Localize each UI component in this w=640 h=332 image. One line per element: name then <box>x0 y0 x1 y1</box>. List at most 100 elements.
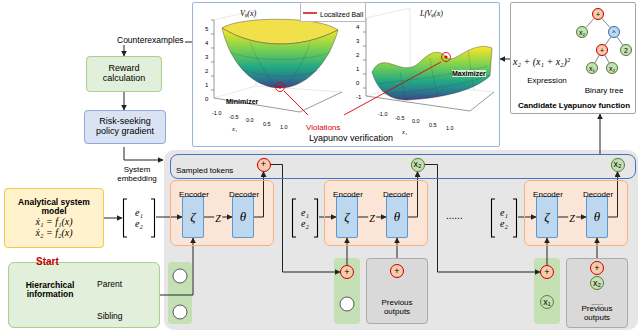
tick-label: 1 <box>205 82 208 88</box>
plot-grid <box>214 10 342 98</box>
parent-token-circle: + <box>540 265 554 279</box>
label-slot: 1.0 <box>280 115 288 133</box>
previous-token-circle-fill <box>390 264 404 278</box>
edge-label-slot: Z <box>368 208 376 226</box>
token-circle: x₂ <box>611 158 625 172</box>
plot-axes <box>363 18 494 111</box>
start-label: Start <box>36 257 59 267</box>
connector <box>617 37 622 45</box>
minimizer-point <box>278 85 281 88</box>
tick-label: 2 <box>356 52 359 58</box>
token-circle-fill <box>611 158 625 172</box>
node-text: θ <box>240 210 246 224</box>
tick-label: -1.0 <box>212 111 221 117</box>
verification-panel-fill <box>192 2 500 147</box>
legend-swatch <box>303 9 317 17</box>
tree-node: ^ <box>608 26 620 38</box>
label-slot: 0 <box>356 71 359 89</box>
tick-label: 0.0 <box>246 118 254 124</box>
label-slot: LfVᵩ(x) <box>420 2 443 20</box>
connector <box>595 55 599 63</box>
node-text: Sampled tokens <box>176 167 233 176</box>
label-slot: -0.5 <box>395 106 404 124</box>
encoder-box-fill <box>182 196 204 238</box>
node-text: e₂ <box>135 218 143 229</box>
tick-label: -0.5 <box>395 116 404 122</box>
node-text: Sibling <box>97 312 123 321</box>
node-text: Parent <box>97 280 122 289</box>
edge-label-slot: Z <box>214 208 222 226</box>
label-slot: 1 <box>205 73 208 91</box>
plot-axes <box>211 20 342 112</box>
text-slot: Encoder <box>173 183 215 201</box>
edge-label: Z <box>368 213 376 224</box>
tree-node: + <box>592 8 604 20</box>
previous-outputs-box-fill <box>366 258 428 324</box>
bracket-line <box>492 199 517 237</box>
policy-update-arrow <box>124 147 163 160</box>
text-slot: Parent <box>97 273 153 291</box>
node-text: + <box>544 268 549 277</box>
node-text: Expression <box>527 77 567 86</box>
embedding-label: System embedding <box>106 166 168 184</box>
node-text: x₂ <box>609 65 615 72</box>
node-text: e₁ <box>500 207 508 218</box>
node-text: θ <box>594 210 600 224</box>
node-text: ζ <box>544 210 549 224</box>
axis-label: x₁ <box>232 126 237 133</box>
connector <box>597 238 598 258</box>
tree-node-fill <box>596 44 608 56</box>
ellipsis: ...... <box>591 299 603 306</box>
node-text: ζ <box>190 210 195 224</box>
tick-label: 0.5 <box>429 123 437 129</box>
localized-ball <box>442 53 451 62</box>
node-text: Lyapunov verification <box>309 134 393 144</box>
tick-label: 0.0 <box>412 119 420 125</box>
tree-node-fill <box>620 44 632 56</box>
label-slot: 1.0 <box>446 116 454 134</box>
connector <box>319 217 336 218</box>
embedding-vector: e₁e₂ <box>490 198 518 238</box>
connector <box>104 218 122 219</box>
text-slot: x₂ + (x₁ + x₂)² <box>513 51 585 69</box>
tree-node-fill <box>576 26 588 38</box>
label-slot: 2 <box>356 43 359 61</box>
tree-node: + <box>596 44 608 56</box>
previous-outputs-box: Previous outputs+ <box>366 258 428 324</box>
text-slot: Decoder <box>223 183 265 201</box>
legend-item: Localized Ball <box>300 2 366 22</box>
node-text: Analytical system model <box>8 198 100 217</box>
tick-label: 4 <box>356 24 359 30</box>
connector <box>547 238 548 265</box>
surface <box>222 28 338 88</box>
tick-label: 0 <box>205 96 208 102</box>
node-text: x₁ <box>543 298 551 307</box>
decoder-box-fill <box>232 196 254 238</box>
previous-token-circle: x₂ <box>590 276 604 290</box>
violation-leader <box>284 62 441 115</box>
tick-label: 0.5 <box>263 122 271 128</box>
label-slot: 0.5 <box>429 113 437 131</box>
label-slot: 3 <box>205 45 208 63</box>
system-model-box-fill <box>4 188 104 248</box>
text-slot: Binary tree <box>573 79 635 97</box>
label-slot: 0 <box>205 87 208 105</box>
decoder-box-fill <box>586 196 608 238</box>
tick-label: -1 <box>356 94 361 100</box>
encoder-decoder-block-fill <box>170 180 274 246</box>
token-circle: + <box>257 158 271 172</box>
node-text: x₂ <box>579 29 585 36</box>
label-slot: 0.5 <box>263 112 271 130</box>
connector <box>156 217 182 218</box>
candidate-box-fill <box>510 2 636 114</box>
surface <box>372 46 492 100</box>
label-slot: x₁ <box>402 120 407 138</box>
node-text: e₂ <box>500 218 508 229</box>
text-slot: Decoder <box>577 183 619 201</box>
parent-circle <box>173 269 187 283</box>
reward-box-fill <box>86 56 162 92</box>
node-text: x₂ <box>593 279 601 288</box>
encoder-decoder-block-fill <box>324 180 428 246</box>
tick-label: 3 <box>356 38 359 44</box>
